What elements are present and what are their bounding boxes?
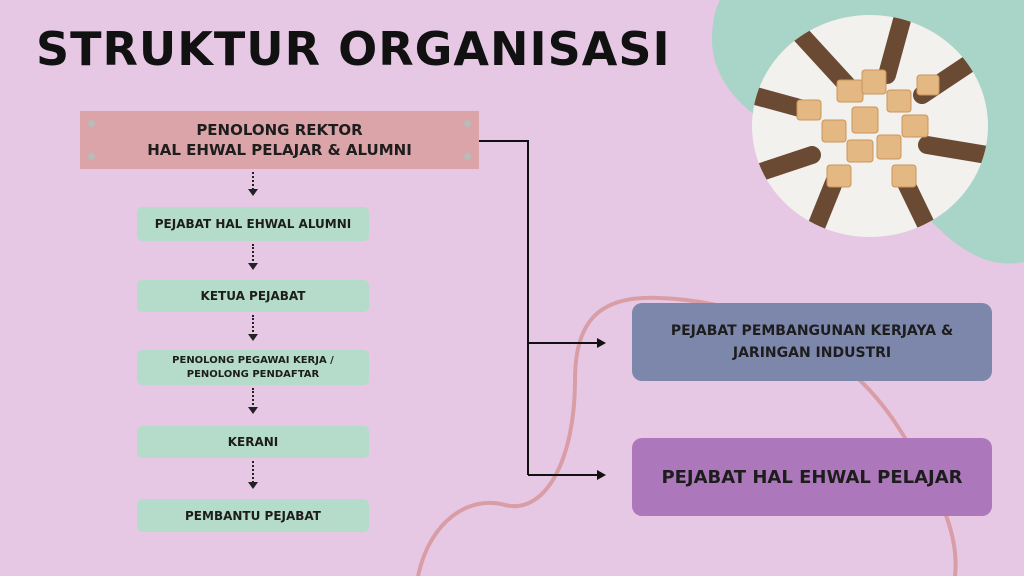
down-arrow <box>248 315 258 341</box>
side-label: PEJABAT HAL EHWAL PELAJAR <box>661 466 963 488</box>
down-arrow <box>248 244 258 270</box>
head-subtitle: HAL EHWAL PELAJAR & ALUMNI <box>147 141 412 159</box>
stack-box-alumni: PEJABAT HAL EHWAL ALUMNI <box>137 207 369 241</box>
down-arrow <box>248 388 258 414</box>
arrowhead-2 <box>597 470 606 480</box>
stack-box-kerani: KERANI <box>137 426 369 458</box>
head-box: PENOLONG REKTOR HAL EHWAL PELAJAR & ALUM… <box>80 111 479 169</box>
pin-dot <box>88 153 95 160</box>
pin-dot <box>464 120 471 127</box>
stack-label: PENOLONG PEGAWAI KERJA / PENOLONG PENDAF… <box>172 354 334 380</box>
stack-label: KETUA PEJABAT <box>200 289 306 303</box>
stack-label: PEJABAT HAL EHWAL ALUMNI <box>154 217 352 231</box>
puzzle-hands-photo <box>752 15 988 237</box>
down-arrow <box>248 461 258 489</box>
pin-dot <box>464 153 471 160</box>
connector-line <box>479 140 529 475</box>
stack-label: KERANI <box>227 435 279 449</box>
stack-box-pembantu: PEMBANTU PEJABAT <box>137 499 369 532</box>
stack-box-ketua: KETUA PEJABAT <box>137 280 369 312</box>
arrowhead-1 <box>597 338 606 348</box>
pin-dot <box>88 120 95 127</box>
side-label: PEJABAT PEMBANGUNAN KERJAYA & JARINGAN I… <box>670 323 954 361</box>
page-title: STRUKTUR ORGANISASI <box>36 22 671 76</box>
head-title: PENOLONG REKTOR <box>196 121 363 139</box>
down-arrow <box>248 172 258 196</box>
stack-box-penolong: PENOLONG PEGAWAI KERJA / PENOLONG PENDAF… <box>137 350 369 385</box>
side-box-kerjaya: PEJABAT PEMBANGUNAN KERJAYA & JARINGAN I… <box>632 303 992 381</box>
side-box-pelajar: PEJABAT HAL EHWAL PELAJAR <box>632 438 992 516</box>
stack-label: PEMBANTU PEJABAT <box>185 508 321 523</box>
